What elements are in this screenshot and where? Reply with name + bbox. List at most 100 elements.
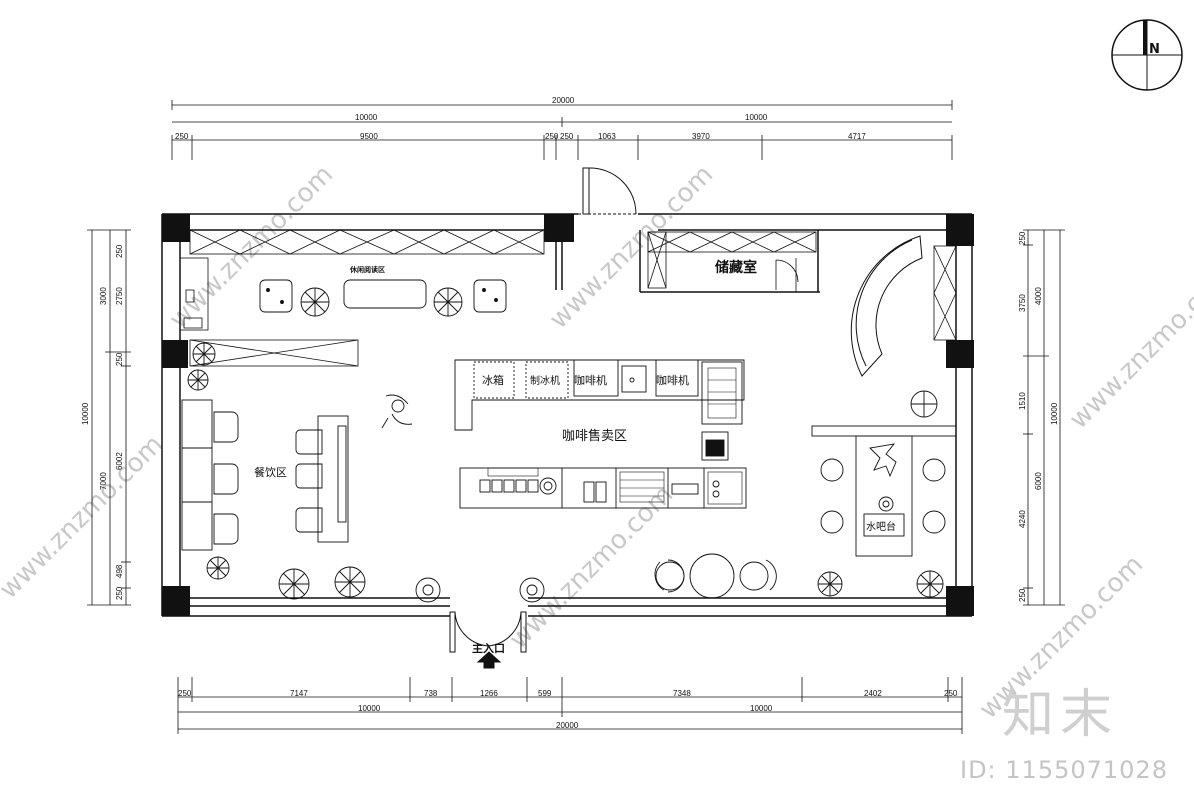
dim-top-seg-3: 250: [545, 132, 559, 141]
north-shelving: [189, 229, 545, 255]
plant-10: [817, 571, 843, 597]
watermark-url-2: www.znzmo.com: [544, 160, 719, 335]
lounge-chair-left: [259, 279, 293, 313]
plants: [187, 287, 944, 603]
fridge: [473, 361, 515, 399]
left-dimensions: [87, 229, 131, 606]
round-table-set: [654, 553, 777, 599]
dim-left-seg-4: 6002: [115, 452, 124, 470]
dim-left-seg-5: 498: [115, 564, 124, 578]
dim-right-seg-3: 1510: [1018, 392, 1027, 410]
dining-area-label: 餐饮区: [254, 465, 287, 479]
round-chair-left: [654, 559, 685, 593]
watermark-brand: 知末: [1002, 685, 1119, 745]
dim-right-mid-1: 4000: [1034, 287, 1043, 305]
plant-9: [519, 577, 545, 603]
plant-2: [433, 287, 463, 317]
dim-bottom-seg-7: 2402: [864, 689, 882, 698]
dim-top-half-left: 10000: [355, 113, 378, 122]
column-n-mid: [544, 214, 574, 242]
dim-left-seg-3: 250: [115, 352, 124, 366]
lounge-chair-right: [473, 279, 507, 313]
fridge-label: 冰箱: [482, 373, 504, 387]
entrance-label: 主入口: [472, 641, 505, 655]
dim-left-mid-2: 7000: [99, 472, 108, 490]
back-counter: [454, 359, 745, 431]
plant-11: [916, 570, 944, 598]
dim-right-total: 10000: [1050, 402, 1059, 425]
west-cabinet: [179, 257, 209, 331]
plant-5: [206, 556, 230, 580]
plant-1: [300, 287, 330, 317]
main-entrance-doors: [449, 611, 527, 669]
dim-left-seg-1: 250: [115, 244, 124, 258]
dim-top-total: 20000: [552, 96, 575, 105]
coffee-machine-2: [655, 359, 699, 397]
coffee-machine-2-label: 咖啡机: [656, 373, 689, 387]
north-door: [578, 167, 638, 215]
ice-maker: [525, 361, 569, 399]
coffee-machine-1: [573, 359, 619, 397]
back-rack: [701, 361, 743, 425]
dim-top-seg-7: 4717: [848, 132, 866, 141]
storage-room-label: 储藏室: [714, 259, 757, 276]
coffee-machine-1-label: 咖啡机: [574, 373, 607, 387]
dim-left-seg-6: 250: [115, 586, 124, 600]
bottom-dimensions: [177, 677, 963, 734]
person-figure: [381, 394, 413, 429]
coffee-sales-label: 咖啡售卖区: [562, 428, 627, 444]
ice-maker-label: 制冰机: [530, 374, 560, 387]
plant-7: [334, 566, 366, 598]
dining-high-table: [317, 415, 349, 543]
dim-right-seg-4: 4240: [1018, 510, 1027, 528]
lounge-furniture: [259, 279, 507, 313]
grinder: [701, 431, 729, 461]
plant-3: [192, 342, 216, 366]
dim-right-seg-5: 250: [1018, 588, 1027, 602]
west-display-shelf: [189, 339, 359, 367]
dim-bottom-seg-1: 250: [178, 689, 192, 698]
dim-bottom-seg-6: 7348: [673, 689, 691, 698]
dim-bottom-seg-4: 1266: [480, 689, 498, 698]
dim-top-half-right: 10000: [745, 113, 768, 122]
water-bar: [811, 425, 957, 557]
dining-chair-2: [213, 463, 239, 495]
dim-bottom-seg-5: 599: [538, 689, 552, 698]
dim-top-seg-4: 250: [560, 132, 574, 141]
lounge-sofa: [343, 279, 427, 309]
round-table: [689, 553, 735, 599]
watermark-url-3: www.znzmo.com: [0, 430, 169, 605]
plant-4: [187, 369, 209, 391]
right-dimensions: [1023, 229, 1065, 606]
dim-right-seg-2: 3750: [1018, 294, 1027, 312]
column-ne: [946, 214, 974, 246]
plant-6: [278, 568, 310, 600]
dining-furniture: [181, 399, 349, 551]
curved-sofa: [850, 235, 923, 377]
column-w-mid: [162, 340, 188, 368]
dim-bottom-seg-3: 738: [424, 689, 438, 698]
east-shelving: [933, 245, 957, 341]
plant-12: [910, 390, 938, 418]
storage-shelving: [647, 231, 817, 292]
column-se: [946, 586, 974, 616]
column-sw: [162, 586, 190, 616]
sink: [621, 365, 647, 393]
watermark-id: ID: 1155071028: [960, 756, 1168, 784]
dining-chair-3: [213, 513, 239, 545]
dim-bottom-half-left: 10000: [358, 704, 381, 713]
dim-top-seg-2: 9500: [360, 132, 378, 141]
dim-top-seg-5: 1063: [598, 132, 616, 141]
bar-stool-3: [295, 507, 323, 533]
dim-left-total: 10000: [81, 402, 90, 425]
column-e-mid: [946, 340, 974, 368]
dim-left-mid-1: 3000: [99, 287, 108, 305]
watermark-url-4: www.znzmo.com: [504, 480, 679, 655]
top-dimensions: [171, 100, 953, 160]
dining-chair-1: [213, 411, 239, 443]
dim-left-seg-2: 2750: [115, 287, 124, 305]
compass-north-label: N: [1149, 42, 1160, 57]
dim-right-mid-2: 6000: [1034, 472, 1043, 490]
round-chair-right: [739, 561, 769, 591]
